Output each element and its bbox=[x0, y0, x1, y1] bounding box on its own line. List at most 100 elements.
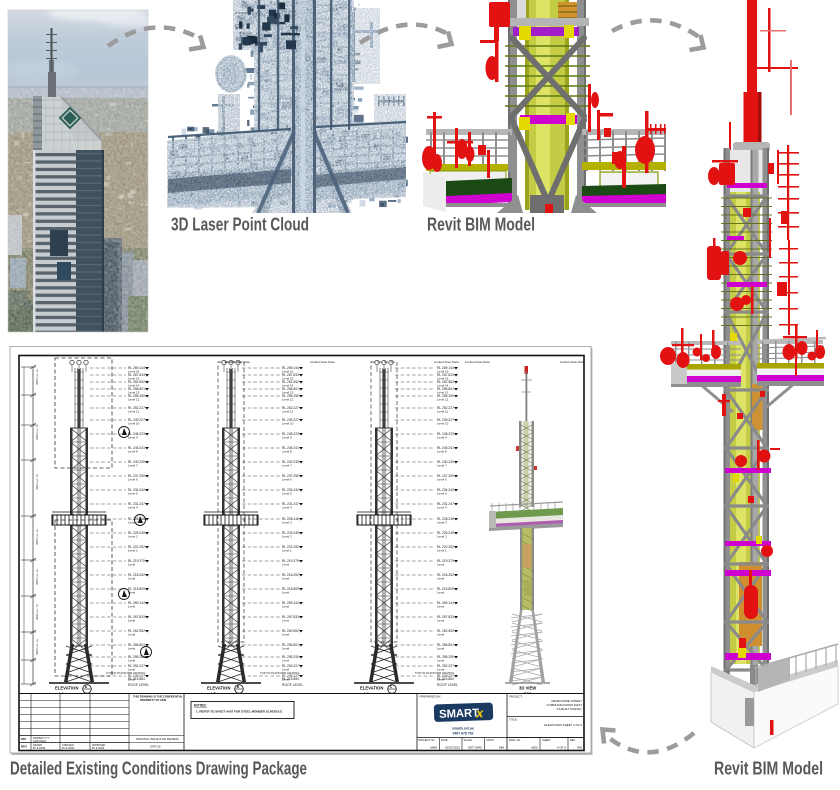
svg-text:RL 255.250: RL 255.250 bbox=[128, 394, 145, 398]
svg-text:RL 248.223: RL 248.223 bbox=[282, 432, 299, 436]
svg-text:BY & DATE: BY & DATE bbox=[33, 747, 46, 750]
svg-text:RL 255.250: RL 255.250 bbox=[437, 655, 454, 659]
svg-text:RL 219.379: RL 219.379 bbox=[128, 559, 145, 563]
svg-text:SMART: SMART bbox=[439, 707, 479, 720]
svg-text:DD/MM/YYYY: DD/MM/YYYY bbox=[33, 736, 50, 740]
svg-text:DWG. No.: DWG. No. bbox=[509, 738, 521, 742]
svg-text:Level 12: Level 12 bbox=[437, 398, 449, 402]
svg-text:RL 262.552: RL 262.552 bbox=[282, 380, 299, 384]
svg-text:RL 256.801: RL 256.801 bbox=[282, 387, 299, 391]
svg-text:Level 5: Level 5 bbox=[128, 492, 138, 496]
svg-text:PREPARED BY:: PREPARED BY: bbox=[420, 695, 442, 699]
svg-text:Level 3: Level 3 bbox=[128, 521, 138, 525]
svg-text:Level 15: Level 15 bbox=[282, 377, 294, 381]
svg-text:THIS DRAWING IS THE CONFIDENTI: THIS DRAWING IS THE CONFIDENTIAL bbox=[133, 695, 183, 699]
svg-text:Level 10: Level 10 bbox=[437, 422, 449, 426]
svg-text:RL 237.250: RL 237.250 bbox=[282, 474, 299, 478]
svg-text:RL 249.227: RL 249.227 bbox=[437, 418, 454, 422]
svg-text:Level 4: Level 4 bbox=[437, 506, 447, 510]
svg-text:Level: Level bbox=[437, 577, 445, 581]
svg-text:RL 256.801: RL 256.801 bbox=[437, 643, 454, 647]
svg-text:RL 234.242: RL 234.242 bbox=[437, 488, 454, 492]
svg-text:3983 (+/- 4): 3983 (+/- 4) bbox=[35, 529, 39, 545]
svg-text:CHECKED: CHECKED bbox=[62, 744, 74, 747]
svg-text:Level 15: Level 15 bbox=[437, 377, 449, 381]
svg-text:RL 245.241: RL 245.241 bbox=[282, 446, 299, 450]
svg-text:RL 218.252: RL 218.252 bbox=[437, 573, 454, 577]
svg-text:RL 231.247: RL 231.247 bbox=[128, 502, 145, 506]
svg-text:RL 215.884: RL 215.884 bbox=[437, 677, 454, 681]
svg-text:RL 245.241: RL 245.241 bbox=[437, 446, 454, 450]
svg-text:Level 6: Level 6 bbox=[437, 478, 447, 482]
svg-text:Level: Level bbox=[282, 605, 290, 609]
svg-text:RL 228.246: RL 228.246 bbox=[128, 517, 145, 521]
svg-text:RL 218.252: RL 218.252 bbox=[282, 573, 299, 577]
svg-text:Level 14: Level 14 bbox=[128, 384, 140, 388]
svg-text:RL 252.227: RL 252.227 bbox=[437, 406, 454, 410]
svg-text:A602: A602 bbox=[531, 746, 538, 750]
svg-text:BY & DATE: BY & DATE bbox=[92, 747, 105, 750]
svg-text:Level 8: Level 8 bbox=[282, 450, 292, 454]
svg-text:RL 215.884: RL 215.884 bbox=[282, 677, 299, 681]
svg-text:Level 16: Level 16 bbox=[128, 370, 140, 374]
svg-text:01/07/2022: 01/07/2022 bbox=[33, 739, 47, 743]
svg-text:RL 218.252: RL 218.252 bbox=[128, 573, 145, 577]
svg-text:Level 3: Level 3 bbox=[437, 521, 447, 525]
svg-text:RL 262.552: RL 262.552 bbox=[282, 629, 299, 633]
svg-text:REV: REV bbox=[570, 738, 576, 742]
svg-text:RL 219.379: RL 219.379 bbox=[437, 559, 454, 563]
svg-text:4 OF 5: 4 OF 5 bbox=[557, 746, 567, 750]
svg-text:3983 (+/- 4): 3983 (+/- 4) bbox=[35, 569, 39, 585]
svg-text:RL 267.833: RL 267.833 bbox=[128, 615, 145, 619]
svg-text:Level 8: Level 8 bbox=[128, 450, 138, 454]
svg-text:Level 2: Level 2 bbox=[128, 535, 138, 539]
svg-text:Level 14: Level 14 bbox=[437, 384, 449, 388]
svg-text:Level 2: Level 2 bbox=[437, 535, 447, 539]
svg-text:RL 249.227: RL 249.227 bbox=[282, 674, 299, 678]
svg-text:RL 248.223: RL 248.223 bbox=[437, 432, 454, 436]
svg-text:Level 2: Level 2 bbox=[282, 535, 292, 539]
svg-text:Level 1: Level 1 bbox=[282, 549, 292, 553]
svg-text:Level: Level bbox=[128, 577, 136, 581]
svg-text:B: B bbox=[237, 685, 240, 689]
svg-text:Limited Scan Data: Limited Scan Data bbox=[560, 360, 585, 364]
svg-text:REV: REV bbox=[21, 745, 27, 749]
svg-text:Level: Level bbox=[437, 647, 445, 651]
svg-text:RL 222.252: RL 222.252 bbox=[128, 545, 145, 549]
svg-text:Level: Level bbox=[437, 605, 445, 609]
svg-text:RL 225.249: RL 225.249 bbox=[437, 531, 454, 535]
svg-text:PROPERTY OF ASW: PROPERTY OF ASW bbox=[140, 698, 167, 702]
svg-text:3983 (+/- 4): 3983 (+/- 4) bbox=[35, 369, 39, 385]
svg-text:APPROVED: APPROVED bbox=[92, 744, 106, 747]
svg-text:Level: Level bbox=[128, 647, 136, 651]
svg-text:3983 (+/- 4): 3983 (+/- 4) bbox=[35, 424, 39, 440]
svg-text:Revit BIM Model: Revit BIM Model bbox=[427, 215, 535, 235]
svg-text:Level: Level bbox=[282, 659, 290, 663]
svg-text:ROOF LEVEL: ROOF LEVEL bbox=[128, 683, 149, 687]
svg-text:SET DWG: SET DWG bbox=[468, 746, 483, 750]
svg-text:RL 255.250: RL 255.250 bbox=[282, 655, 299, 659]
svg-text:RL 231.247: RL 231.247 bbox=[437, 502, 454, 506]
svg-text:ELEVATION: ELEVATION bbox=[55, 686, 78, 691]
svg-text:01/07/2022: 01/07/2022 bbox=[445, 746, 460, 750]
svg-text:RL 252.227: RL 252.227 bbox=[282, 406, 299, 410]
svg-text:ELEVATIONS SHEET 4 OF 5: ELEVATIONS SHEET 4 OF 5 bbox=[544, 723, 582, 727]
svg-text:RL 267.833: RL 267.833 bbox=[437, 373, 454, 377]
svg-text:ROOF LEVEL: ROOF LEVEL bbox=[437, 683, 458, 687]
svg-text:Level: Level bbox=[437, 678, 445, 682]
svg-text:Level: Level bbox=[282, 678, 290, 682]
svg-text:Level 11: Level 11 bbox=[282, 410, 293, 414]
svg-text:RL 237.250: RL 237.250 bbox=[437, 474, 454, 478]
svg-text:RL 215.884: RL 215.884 bbox=[128, 677, 145, 681]
svg-text:3D Laser Point Cloud: 3D Laser Point Cloud bbox=[171, 215, 309, 235]
svg-text:RL 240.239: RL 240.239 bbox=[282, 460, 299, 464]
svg-text:RL 245.241: RL 245.241 bbox=[128, 446, 145, 450]
svg-text:Level 12: Level 12 bbox=[128, 398, 140, 402]
svg-text:RL 240.239: RL 240.239 bbox=[128, 460, 145, 464]
svg-text:Level 12: Level 12 bbox=[282, 398, 294, 402]
svg-text:RL 215.809: RL 215.809 bbox=[128, 587, 145, 591]
svg-text:TOP OF PLATFORM GRATING: TOP OF PLATFORM GRATING bbox=[415, 671, 454, 675]
svg-text:RL 222.252: RL 222.252 bbox=[437, 545, 454, 549]
svg-text:DRAWN: DRAWN bbox=[33, 744, 42, 747]
svg-text:0407 678 752: 0407 678 752 bbox=[453, 732, 474, 736]
